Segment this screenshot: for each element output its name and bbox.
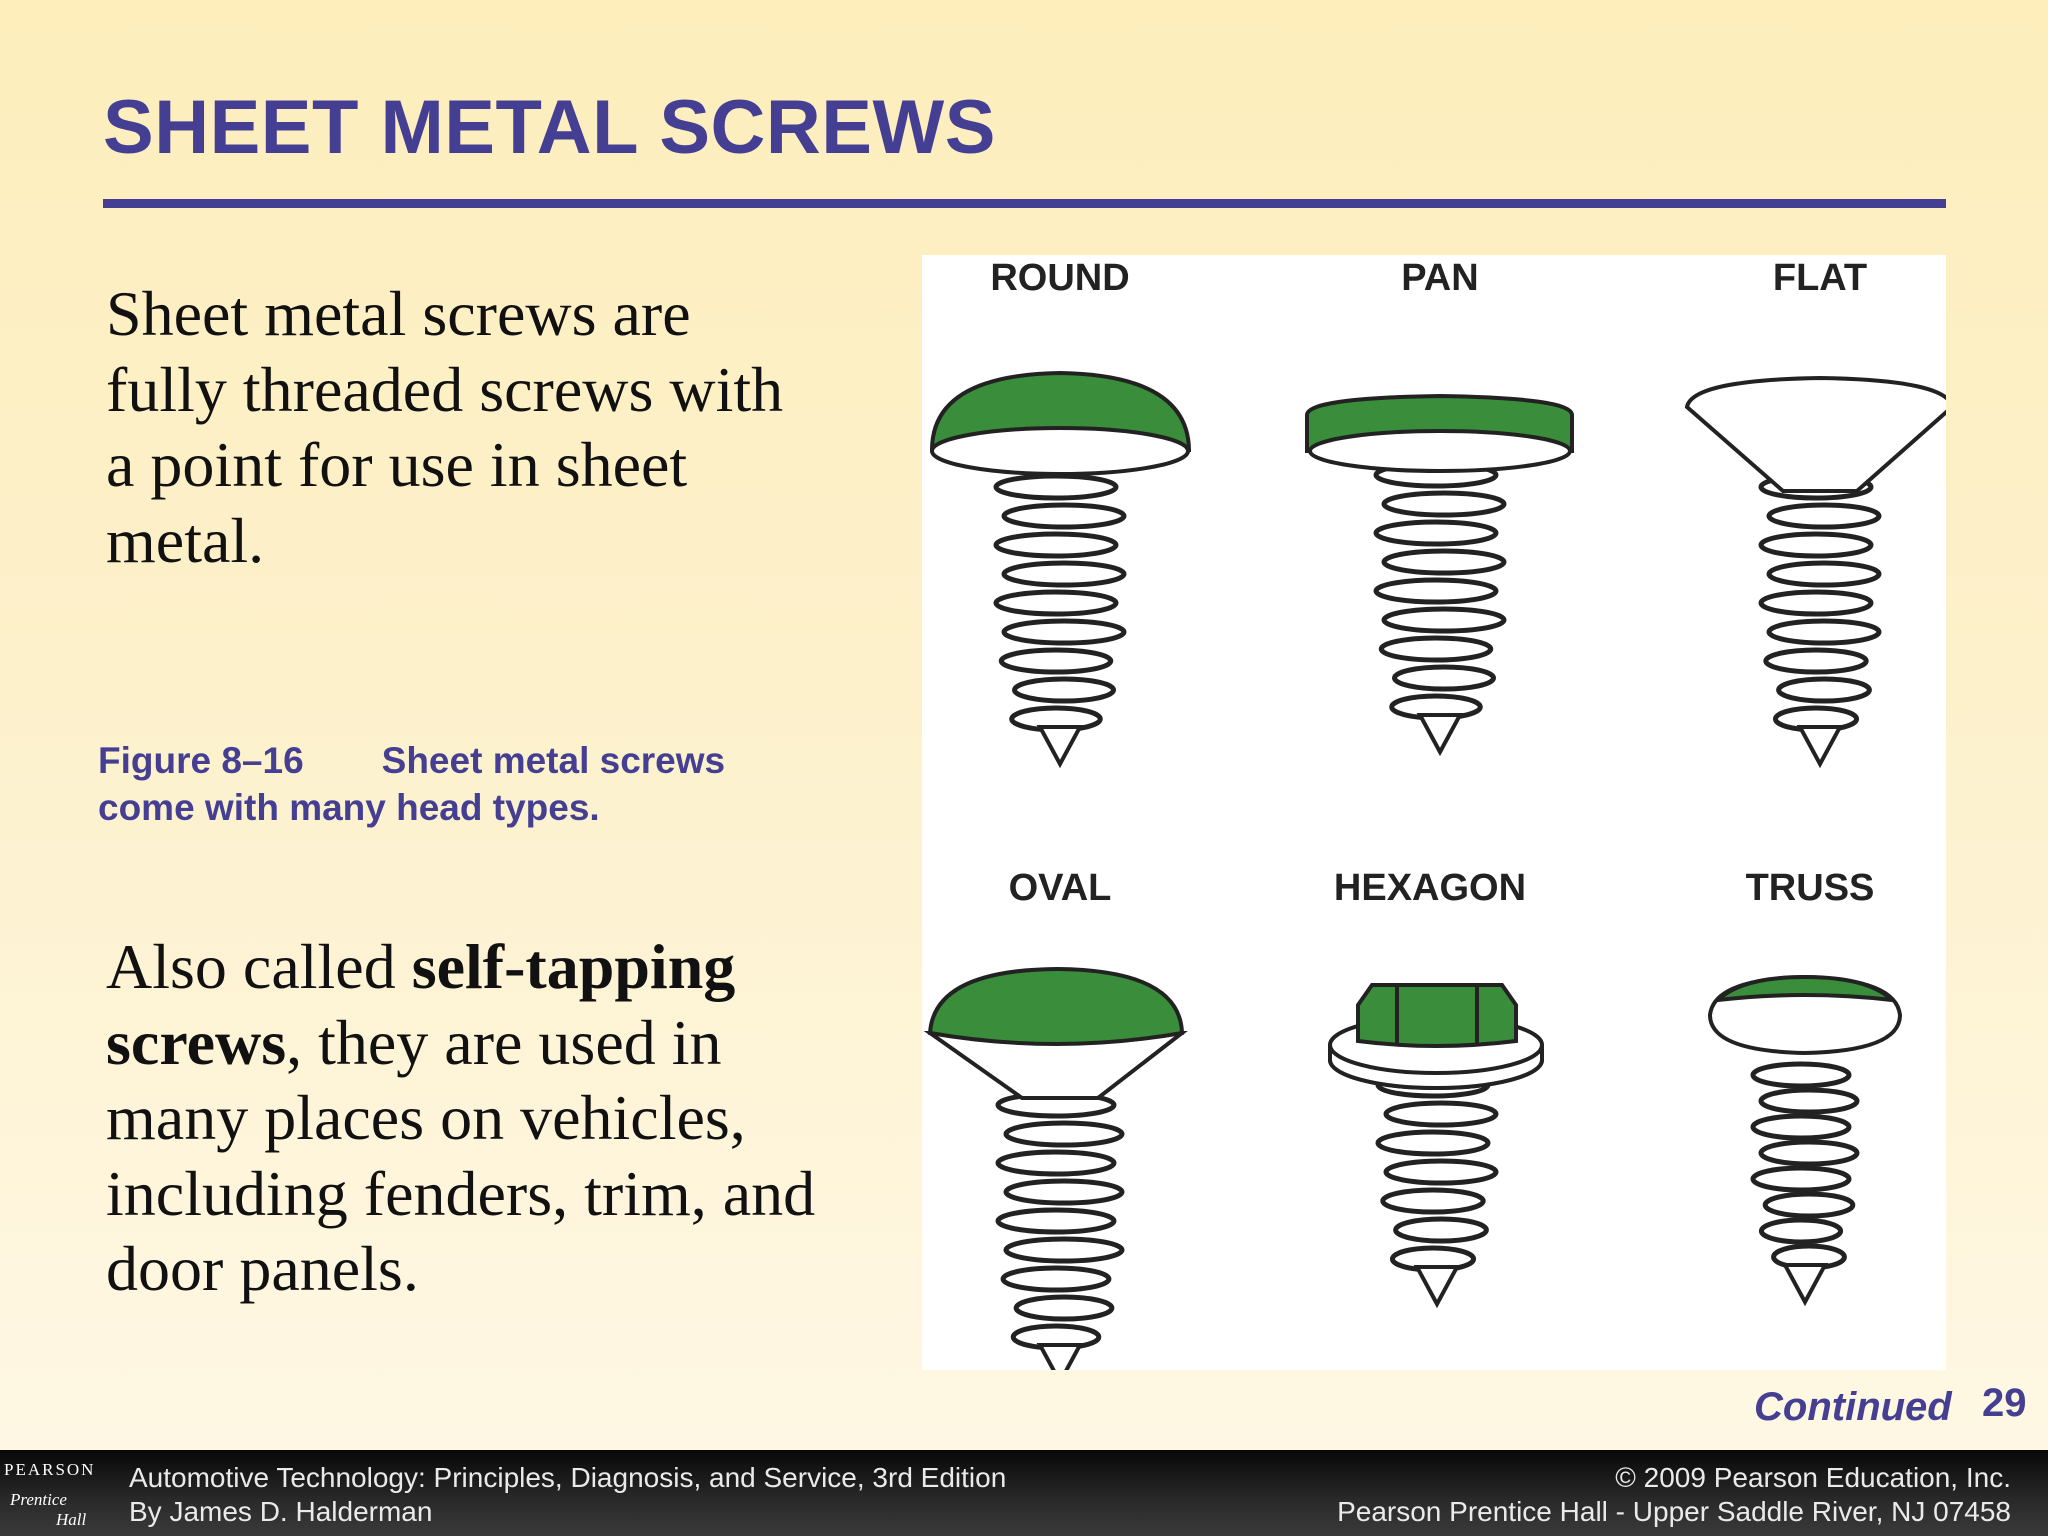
screw-thread	[1750, 1113, 1852, 1141]
paragraph2-rest: , they are used in many places on vehicl…	[106, 1006, 816, 1305]
caption-text-line2: come with many head types.	[98, 787, 600, 828]
footer-book-title: Automotive Technology: Principles, Diagn…	[129, 1462, 1007, 1493]
continued-label: Continued	[1754, 1385, 1952, 1429]
screw-thread	[1383, 1100, 1499, 1128]
screw-thread	[998, 647, 1114, 675]
truss-head-screw	[1707, 974, 1903, 1307]
screw-thread	[1381, 490, 1507, 518]
body-paragraph-1: Sheet metal screws are fully threaded sc…	[106, 278, 784, 576]
footer-publisher: Pearson Prentice Hall - Upper Saddle Riv…	[1337, 1496, 2011, 1527]
screw-thread	[1383, 1158, 1499, 1186]
screw-thread	[1001, 560, 1127, 588]
title-divider	[103, 199, 1946, 208]
screw-thread	[1003, 1236, 1125, 1264]
screw-thread	[1013, 1294, 1115, 1322]
screw-thread	[1758, 1217, 1844, 1245]
hexagon-head-screw	[1328, 983, 1544, 1309]
label-pan: PAN	[1401, 257, 1478, 299]
screw-thread	[1762, 1191, 1856, 1219]
screw-thread	[995, 1149, 1117, 1177]
screw-thread	[1758, 1139, 1860, 1167]
figure-caption: Figure 8–16 Sheet metal screws come with …	[98, 737, 818, 831]
screw-thread	[1750, 1165, 1852, 1193]
screw-thread	[1375, 1129, 1491, 1157]
round-head-screw	[929, 370, 1192, 769]
label-flat: FLAT	[1773, 257, 1867, 299]
screw-thread	[1766, 560, 1882, 588]
screw-point	[1413, 1265, 1461, 1309]
label-truss: TRUSS	[1746, 867, 1875, 909]
screw-thread	[1001, 618, 1127, 646]
screw-thread	[1381, 606, 1507, 634]
screw-thread	[1776, 676, 1872, 704]
screw-thread	[1766, 502, 1882, 530]
screw-thread	[993, 589, 1119, 617]
screw-thread	[1373, 577, 1499, 605]
label-round: ROUND	[990, 257, 1129, 299]
screw-thread	[993, 531, 1119, 559]
footer-copyright: © 2009 Pearson Education, Inc.	[1615, 1462, 2011, 1493]
screw-head-figure: ROUND PAN FLAT OVAL HEXAGON TRUSS	[922, 255, 1946, 1370]
screw-point	[1781, 1263, 1829, 1307]
screw-thread	[995, 1207, 1117, 1235]
screw-thread	[1380, 1187, 1486, 1215]
screw-thread	[1763, 647, 1869, 675]
logo-line1: PEARSON	[4, 1460, 96, 1479]
body-paragraph-2: Also called self-tapping screws, they ar…	[106, 929, 846, 1307]
screw-thread	[1012, 676, 1116, 704]
screw-thread	[1758, 589, 1874, 617]
paragraph2-term: self-tapping screws	[106, 931, 736, 1078]
oval-head-screw	[923, 966, 1188, 1370]
pan-head-screw	[1305, 393, 1574, 757]
flat-head-screw	[1684, 375, 1946, 769]
screw-thread	[1758, 1087, 1860, 1115]
screw-thread	[1373, 519, 1499, 547]
screw-thread	[1766, 618, 1882, 646]
figure-number: Figure 8–16	[98, 740, 304, 781]
screw-thread	[1378, 635, 1494, 663]
page-number: 29	[1982, 1381, 2027, 1425]
paragraph2-lead: Also called	[106, 931, 412, 1002]
screw-point	[1416, 713, 1464, 757]
logo-line2: Prentice	[10, 1490, 67, 1509]
label-oval: OVAL	[1009, 867, 1112, 909]
screw-illustration: ROUND PAN FLAT OVAL HEXAGON TRUSS	[923, 257, 1946, 1370]
screw-thread	[1003, 1178, 1125, 1206]
slide-title: SHEET METAL SCREWS	[103, 85, 996, 170]
label-hexagon: HEXAGON	[1334, 867, 1526, 909]
caption-text-line1: Sheet metal screws	[381, 740, 726, 781]
logo-line3: Hall	[56, 1510, 87, 1529]
screw-thread	[1750, 1061, 1852, 1089]
screw-thread	[1393, 1216, 1489, 1244]
screw-thread	[1003, 1120, 1125, 1148]
screw-thread	[1392, 664, 1496, 692]
screw-point	[1036, 1343, 1084, 1370]
footer-bar: PEARSON Prentice Hall Automotive Technol…	[0, 1450, 2048, 1536]
screw-thread	[1001, 502, 1127, 530]
screw-point	[1036, 725, 1084, 769]
publisher-logo: PEARSON Prentice Hall	[0, 1450, 104, 1536]
screw-thread	[1000, 1265, 1112, 1293]
screw-thread	[1381, 548, 1507, 576]
screw-thread	[1758, 531, 1874, 559]
screw-point	[1796, 725, 1844, 769]
footer-author: By James D. Halderman	[129, 1496, 433, 1527]
screw-thread	[993, 473, 1119, 501]
